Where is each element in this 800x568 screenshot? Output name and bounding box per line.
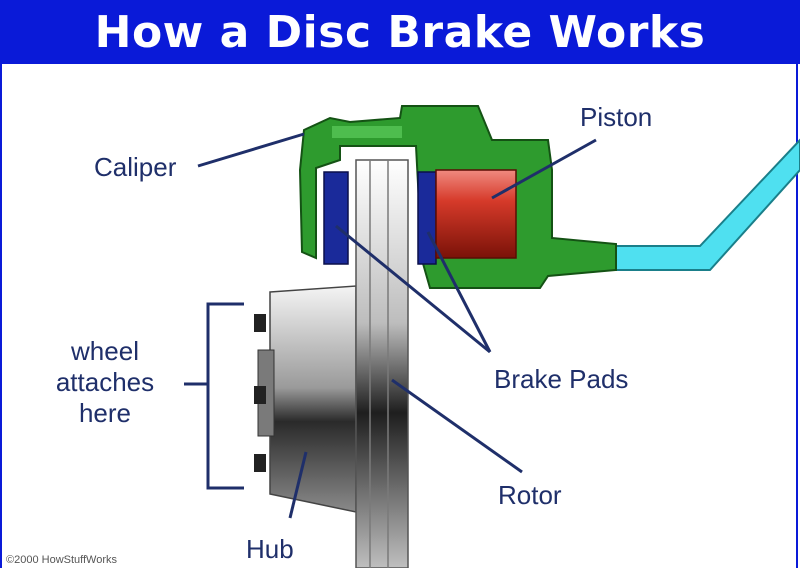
copyright-credit: ©2000 HowStuffWorks [6, 554, 118, 566]
rotor-leader [391, 378, 523, 474]
wheel-label-line1: wheel [71, 336, 139, 366]
piston [435, 169, 517, 259]
caliper-leader [197, 132, 305, 168]
piston-label: Piston [580, 102, 653, 132]
piston-leader [491, 138, 597, 200]
brake-pads-label: Brake Pads [494, 364, 629, 394]
hub-label: Hub [246, 534, 294, 564]
lug-stud-bottom [254, 454, 266, 472]
title-banner: How a Disc Brake Works [0, 0, 800, 64]
lug-stud-middle [254, 386, 266, 404]
caliper-highlight [332, 126, 402, 138]
caliper-label: Caliper [94, 152, 177, 182]
rotor-label: Rotor [498, 480, 562, 510]
diagram-title: How a Disc Brake Works [94, 6, 706, 58]
diagram-frame [0, 64, 798, 568]
pad-leader-right [426, 231, 492, 353]
rotor [355, 159, 409, 568]
hub [269, 285, 357, 513]
wheel-label-line3: here [78, 398, 132, 428]
lug-stud-top [254, 314, 266, 332]
wheel-attaches-label: wheel attaches here [40, 336, 170, 429]
brake-pad-left [323, 171, 349, 265]
wheel-bracket [206, 302, 244, 490]
hub-leader [288, 451, 308, 519]
pad-leader-left [335, 224, 491, 354]
wheel-label-line2: attaches [55, 367, 155, 397]
brake-pad-right [417, 171, 437, 265]
